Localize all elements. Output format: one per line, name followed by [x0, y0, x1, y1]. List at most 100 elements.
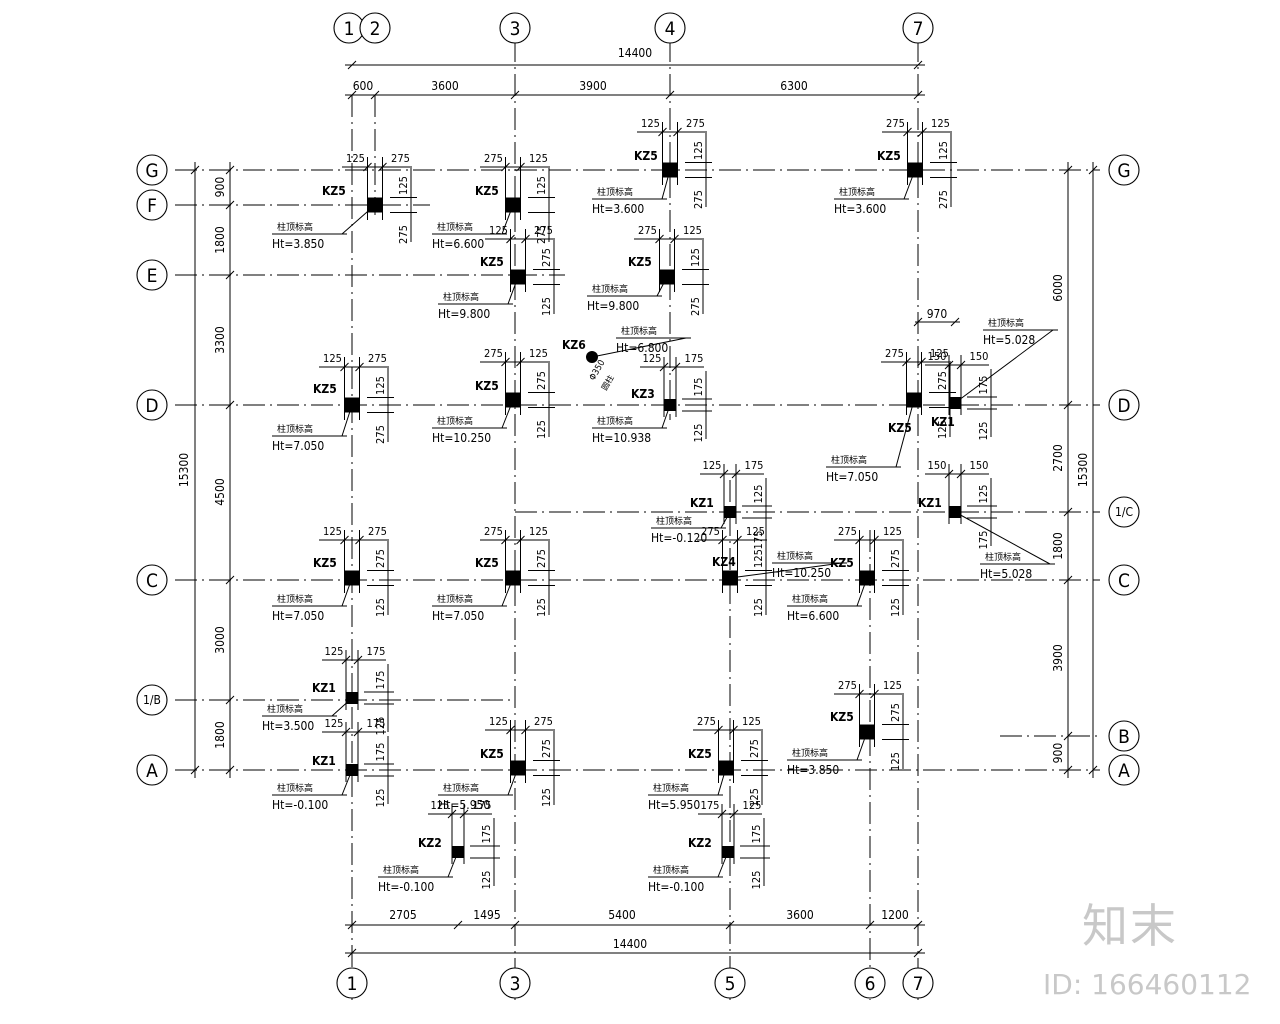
elevation-label: 柱顶标高 [792, 747, 828, 759]
column-dim: 125 [937, 141, 950, 160]
elevation-label: 柱顶标高 [277, 423, 313, 435]
axis-left-1/B: 1/B [143, 693, 161, 707]
elevation-value: Ht=5.950 [648, 798, 700, 812]
axis-top-3: 3 [510, 18, 521, 40]
elevation-value: Ht=6.800 [616, 341, 668, 355]
column-tag: KZ5 [830, 710, 854, 724]
dim-bottom-part: 3600 [786, 908, 814, 922]
elevation-value: Ht=5.028 [980, 567, 1032, 581]
dim-bottom-part: 5400 [608, 908, 636, 922]
dim-tick [510, 920, 520, 930]
column-dim: 125 [489, 224, 508, 237]
dim-tick [225, 695, 235, 705]
axis-left-F-circle [136, 189, 168, 221]
elevation-label: 柱顶标高 [988, 317, 1024, 329]
column-tag: KZ5 [688, 747, 712, 761]
column-dim: 125 [742, 715, 761, 728]
column-dim: 125 [977, 485, 990, 504]
column-note: 圆柱 [599, 373, 616, 392]
elevation-label: 柱顶标高 [656, 515, 692, 527]
column-dim: 125 [643, 352, 662, 365]
axis-bottom-1: 1 [347, 973, 358, 995]
column-tag: KZ1 [918, 496, 942, 510]
elevation-value: Ht=3.500 [262, 719, 314, 733]
dim-tick [510, 90, 520, 100]
dim-top-part: 600 [353, 79, 374, 93]
column-dim: 125 [931, 117, 950, 130]
axis-right-C-circle [1108, 564, 1140, 596]
dim-bottom-total: 14400 [613, 937, 647, 951]
dim-top-total: 14400 [618, 46, 652, 60]
leader-line [661, 169, 671, 200]
axis-left-A: A [146, 760, 158, 782]
column-dim: 125 [883, 679, 902, 692]
column-dim: 125 [977, 422, 990, 441]
leader-line [954, 511, 1051, 565]
dim-970: 970 [927, 307, 948, 321]
column-dim: 125 [750, 871, 763, 890]
column-dim: 125 [752, 485, 765, 504]
column-dim: 125 [489, 715, 508, 728]
axis-left-E: E [147, 265, 158, 287]
elevation-value: Ht=-0.100 [378, 880, 434, 894]
column-dim: 275 [838, 525, 857, 538]
column-tag: KZ5 [830, 556, 854, 570]
column-tag: KZ6 [562, 338, 586, 352]
elevation-label: 柱顶标高 [985, 551, 1021, 563]
dim-right-part: 6000 [1051, 274, 1065, 302]
elevation-value: Ht=9.800 [438, 307, 490, 321]
column-dim: 125 [480, 871, 493, 890]
column-dim: 125 [374, 717, 387, 736]
dim-tick [1063, 765, 1073, 775]
elevation-value: Ht=7.050 [272, 609, 324, 623]
dim-right-part: 900 [1051, 743, 1065, 764]
column-dim: 150 [970, 350, 989, 363]
axis-top-2-circle [359, 12, 391, 44]
axis-bottom-7-circle [902, 967, 934, 999]
column-dim: 175 [374, 743, 387, 762]
column-dim: 125 [325, 645, 344, 658]
column-dim: 175 [745, 459, 764, 472]
column-dim: 275 [885, 347, 904, 360]
column-dim: 125 [889, 752, 902, 771]
column-dim: 175 [685, 352, 704, 365]
column-dim: 125 [752, 598, 765, 617]
column-dim: 175 [367, 717, 386, 730]
column-dim: 125 [374, 598, 387, 617]
column-dim: 125 [431, 799, 450, 812]
column-dim: 125 [397, 176, 410, 195]
axis-bottom-7: 7 [913, 973, 924, 995]
dim-tick [347, 948, 357, 958]
dim-tick [225, 575, 235, 585]
dim-tick [913, 920, 923, 930]
axis-left-A-circle [136, 754, 168, 786]
dim-right-total: 15300 [1076, 453, 1090, 487]
leader-line [903, 169, 916, 200]
axis-left-1/B-circle [136, 684, 168, 716]
column-dim: 275 [889, 703, 902, 722]
dim-tick [370, 90, 380, 100]
column-dim: 275 [689, 297, 702, 316]
axis-right-D: D [1117, 395, 1130, 417]
axis-left-C-circle [136, 564, 168, 596]
axis-top-4: 4 [665, 18, 676, 40]
column-dim: 125 [683, 224, 702, 237]
column-dim: 275 [936, 371, 949, 390]
elevation-value: Ht=7.050 [272, 439, 324, 453]
leader-line [507, 276, 519, 305]
dim-tick [225, 400, 235, 410]
column-tag: KZ4 [712, 555, 736, 569]
elevation-label: 柱顶标高 [597, 415, 633, 427]
elevation-label: 柱顶标高 [621, 325, 657, 337]
dim-tick [1063, 400, 1073, 410]
dim-tick [225, 165, 235, 175]
column-dim: 125 [529, 152, 548, 165]
axis-right-1/C-circle [1108, 496, 1140, 528]
column-dim: 125 [936, 420, 949, 439]
